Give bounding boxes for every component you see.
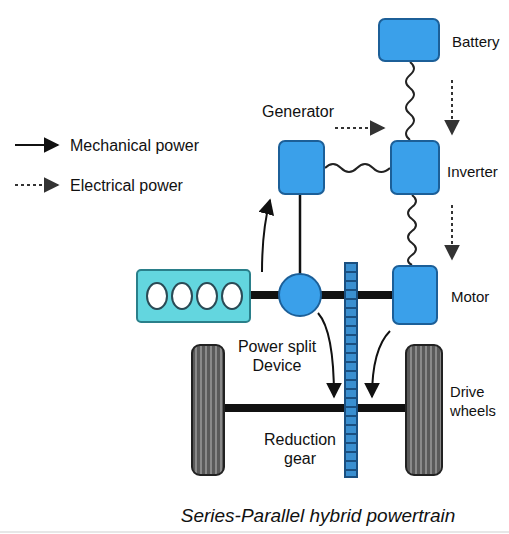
node-label: Motor [451, 287, 489, 306]
drive-wheel [192, 345, 224, 475]
axle [222, 404, 408, 412]
generator-shaft [299, 195, 302, 274]
legend-mechanical-sample [15, 144, 58, 146]
electrical-power-arrow [451, 205, 453, 259]
battery-box: Battery [378, 18, 440, 62]
engine-shaft [248, 291, 280, 299]
electrical-power-arrow [335, 127, 384, 129]
engine-cylinder [172, 283, 192, 309]
inverter-box: Inverter [390, 140, 440, 195]
motor-box: Motor [392, 265, 438, 325]
bottom-rule [0, 532, 509, 533]
part-label: Drive wheels [450, 383, 506, 421]
generator-wire [325, 164, 390, 172]
node-label: Generator [262, 102, 334, 121]
electrical-power-arrow [451, 80, 453, 134]
node-label: Reduction gear [260, 430, 340, 468]
battery-wire [406, 62, 414, 140]
mechanical-power-arrow [262, 200, 270, 272]
power-split-circle: Power split Device [278, 273, 322, 317]
engine-cylinder [197, 283, 217, 309]
mechanical-power-arrow [372, 331, 390, 397]
engine-cylinder [222, 283, 242, 309]
node-label: Power split Device [232, 337, 322, 375]
legend-electrical-sample [15, 184, 58, 186]
reduction-gear: Reduction gear [344, 262, 358, 478]
diagram-caption: Series-Parallel hybrid powertrain [158, 505, 478, 527]
legend-text: Mechanical power [70, 136, 199, 155]
mechanical-power-arrow [318, 313, 334, 397]
engine-cylinder [147, 283, 167, 309]
node-label: Inverter [447, 162, 498, 181]
node-label: Battery [452, 32, 500, 51]
generator-box: Generator [278, 140, 325, 195]
legend-text: Electrical power [70, 176, 183, 195]
engine-block [137, 270, 250, 322]
drive-wheel [406, 345, 442, 475]
motor-wire [408, 195, 416, 265]
